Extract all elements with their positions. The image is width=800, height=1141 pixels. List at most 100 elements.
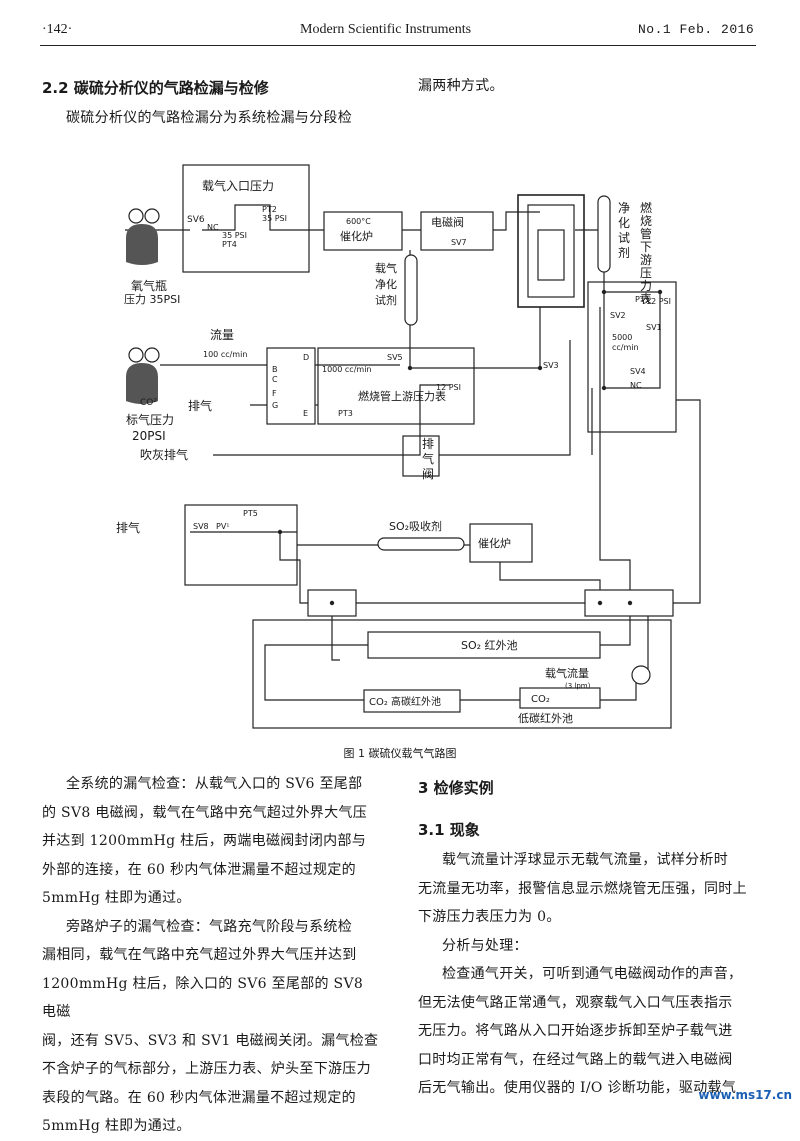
paragraph-line: 5mmHg 柱即为通过。 xyxy=(42,1118,191,1134)
svg-text:SV1: SV1 xyxy=(646,323,662,332)
paragraph-line: 下游压力表压力为 0。 xyxy=(418,909,561,925)
downstream-box xyxy=(587,281,677,433)
co2-low-ir-cell xyxy=(519,687,601,709)
svg-text:低碳红外池: 低碳红外池 xyxy=(518,711,573,725)
carrier-purifier-tube xyxy=(404,254,418,326)
svg-text:12 PSI: 12 PSI xyxy=(436,383,461,392)
co2-high-ir-cell xyxy=(363,689,461,713)
svg-text:CO₂: CO₂ xyxy=(531,694,550,705)
paragraph-line: 表段的气路。在 60 秒内气体泄漏量不超过规定的 xyxy=(42,1089,356,1106)
paragraph-line: 碳硫分析仪的气路检漏分为系统检漏与分段检 xyxy=(66,110,352,126)
carrier-inlet-box xyxy=(182,164,310,273)
watermark: www.ms17.cn xyxy=(698,1088,792,1102)
svg-text:PT1: PT1 xyxy=(635,295,650,304)
standard-gas-cylinder-icon xyxy=(126,363,158,404)
svg-text:试剂: 试剂 xyxy=(375,293,397,307)
issue-info: No.1 Feb. 2016 xyxy=(638,22,755,37)
svg-text:标气压力: 标气压力 xyxy=(126,412,174,427)
svg-text:载气流量: 载气流量 xyxy=(545,666,589,680)
svg-text:SV2: SV2 xyxy=(610,311,626,320)
solenoid-valve-box xyxy=(420,211,494,251)
section-3-1-heading: 3.1 现象 xyxy=(418,821,480,839)
svg-text:PV¹: PV¹ xyxy=(216,522,230,531)
paragraph-line: 全系统的漏气检查：从载气入口的 SV6 至尾部 xyxy=(66,776,363,792)
catalytic-furnace-box xyxy=(323,211,403,251)
section-3-heading: 3 检修实例 xyxy=(418,779,494,797)
svg-text:CO₂ 高碳红外池: CO₂ 高碳红外池 xyxy=(369,695,441,708)
catalytic-furnace-box-2 xyxy=(469,523,533,563)
paragraph-line: 漏相同，载气在气路中充气超过外界大气压并达到 xyxy=(42,947,357,963)
svg-text:PT5: PT5 xyxy=(243,509,258,518)
journal-title: Modern Scientific Instruments xyxy=(300,22,472,37)
svg-text:压力 35PSI: 压力 35PSI xyxy=(124,293,180,306)
oxygen-cylinder-icon xyxy=(126,224,158,265)
paragraph-line: 检查通气开关，可听到通气电磁阀动作的声音， xyxy=(442,966,743,982)
svg-text:SV6: SV6 xyxy=(187,215,205,225)
section-2-2-heading: 2.2 碳硫分析仪的气路检漏与检修 xyxy=(42,79,269,97)
svg-text:催化炉: 催化炉 xyxy=(340,229,373,243)
port-letter: D xyxy=(303,353,309,362)
paragraph-line: 1200mmHg 柱后，除入口的 SV6 至尾部的 SV8 电磁 xyxy=(42,975,364,1021)
paragraph-line: 无流量无功率，报警信息显示燃烧管无压强，同时上 xyxy=(418,880,747,897)
paragraph-line: 不含炉子的气标部分，上游压力表、炉头至下游压力 xyxy=(42,1061,371,1077)
vertical-labels: 净化试剂 燃烧管下游压力表 排气阀 xyxy=(422,200,652,481)
paragraph-line: 无压力。将气路从入口开始逐步拆卸至炉子载气进 xyxy=(418,1023,733,1039)
svg-text:氧气瓶: 氧气瓶 xyxy=(131,278,167,293)
paragraph-line: 旁路炉子的漏气检查：气路充气阶段与系统检 xyxy=(66,918,352,935)
paragraph-line: 载气流量计浮球显示无载气流量，试样分析时 xyxy=(442,852,728,868)
paragraph-line: 外部的连接，在 60 秒内气体泄漏量不超过规定的 xyxy=(42,861,356,878)
paragraph-line: 并达到 1200mmHg 柱后，两端电磁阀封闭内部与 xyxy=(42,833,367,849)
paragraph-line: 阀，还有 SV5、SV3 和 SV1 电磁阀关闭。漏气检查 xyxy=(42,1032,379,1049)
svg-text:12 PSI: 12 PSI xyxy=(646,297,671,306)
figure-caption: 图 1 碳硫仪载气气路图 xyxy=(343,747,457,760)
svg-text:PT4: PT4 xyxy=(222,240,237,249)
svg-text:(3 lpm): (3 lpm) xyxy=(565,682,591,690)
svg-text:电磁阀: 电磁阀 xyxy=(431,215,464,229)
port-letter: F xyxy=(272,389,277,398)
paragraph-line: 的 SV8 电磁阀，载气在气路中充气超过外界大气压 xyxy=(42,804,368,821)
svg-text:100 cc/min: 100 cc/min xyxy=(203,350,247,359)
svg-text:燃烧管上游压力表: 燃烧管上游压力表 xyxy=(358,389,446,403)
svg-text:排气: 排气 xyxy=(116,520,140,535)
svg-text:SV8: SV8 xyxy=(193,522,209,531)
furnace-assembly xyxy=(517,194,585,308)
port-letter: C xyxy=(272,375,278,384)
paragraph-line: 但无法使气路正常通气，观察载气入口气压表指示 xyxy=(418,994,733,1011)
svg-text:20PSI: 20PSI xyxy=(132,429,166,443)
svg-text:排气: 排气 xyxy=(188,398,212,413)
svg-text:CO²: CO² xyxy=(140,398,157,408)
header-rule xyxy=(40,45,756,46)
svg-text:载气: 载气 xyxy=(375,261,397,275)
svg-text:流量: 流量 xyxy=(210,328,234,342)
right-column-text: 载气流量计浮球显示无载气流量，试样分析时 无流量无功率，报警信息显示燃烧管无压强… xyxy=(418,846,758,1103)
svg-text:35 PSI: 35 PSI xyxy=(222,231,247,240)
paragraph-line: 漏两种方式。 xyxy=(418,78,504,94)
svg-text:SV5: SV5 xyxy=(387,353,403,362)
svg-text:5000: 5000 xyxy=(612,333,632,342)
svg-text:1000 cc/min: 1000 cc/min xyxy=(322,365,371,374)
svg-text:SO₂吸收剂: SO₂吸收剂 xyxy=(389,519,442,533)
svg-text:NC: NC xyxy=(630,381,642,390)
vertical-label: 燃烧管下游压力表 xyxy=(640,200,652,306)
vertical-label: 排气阀 xyxy=(422,437,434,481)
port-letter: B xyxy=(272,365,278,374)
flow-selector-box xyxy=(266,347,316,425)
purifier-tube-right xyxy=(597,195,611,273)
svg-text:催化炉: 催化炉 xyxy=(478,536,511,550)
svg-text:吹灰排气: 吹灰排气 xyxy=(140,447,188,462)
svg-text:SO₂ 红外池: SO₂ 红外池 xyxy=(461,639,518,652)
paragraph-line: 分析与处理： xyxy=(442,937,528,954)
gas-path-diagram: 载气入口压力 氧气瓶 压力 35PSI SV6 NC PT2 35 PSI 35… xyxy=(116,164,701,729)
svg-text:600°C: 600°C xyxy=(346,217,371,226)
svg-text:SV7: SV7 xyxy=(451,238,467,247)
svg-text:cc/min: cc/min xyxy=(612,343,639,352)
svg-text:NC: NC xyxy=(207,223,219,232)
svg-text:SV3: SV3 xyxy=(543,361,559,370)
vertical-label: 净化试剂 xyxy=(618,201,630,260)
exhaust-valve-box xyxy=(402,435,440,477)
svg-text:净化: 净化 xyxy=(375,277,397,291)
ir-cell-area xyxy=(252,619,672,729)
paragraph-line: 5mmHg 柱即为通过。 xyxy=(42,890,191,906)
so2-absorbent-tube xyxy=(377,537,465,551)
left-column-text: 全系统的漏气检查：从载气入口的 SV6 至尾部 的 SV8 电磁阀，载气在气路中… xyxy=(42,770,382,1141)
